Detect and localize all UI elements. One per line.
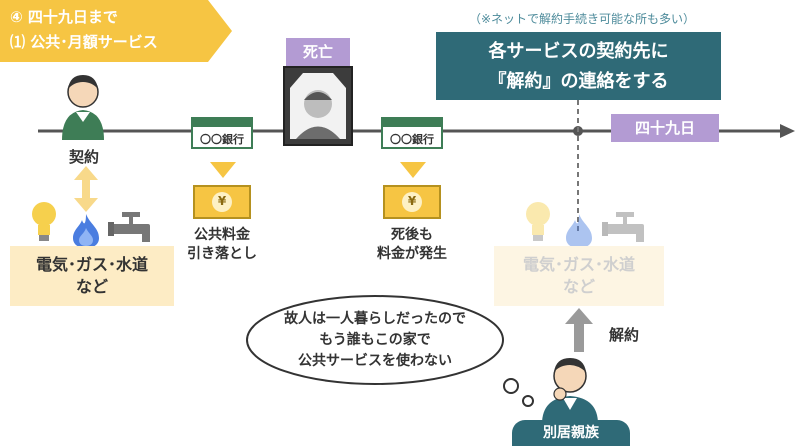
relatives-label: 別居親族 [512, 420, 630, 446]
right-bank-caption: 死後も 料金が発生 [350, 226, 474, 264]
bank-passbook-icon [191, 117, 253, 149]
after-utilities-box: 電気･ガス･水道 など [494, 246, 664, 306]
step-banner-shape [0, 0, 232, 62]
utilities-line1: 電気･ガス･水道 [35, 255, 148, 274]
water-faucet-icon [602, 212, 644, 242]
water-faucet-icon [108, 212, 150, 242]
down-arrow-icon [210, 162, 236, 178]
callout-line1: 各サービスの契約先に [488, 41, 669, 62]
right-caption-line1: 死後も [391, 227, 433, 243]
lightbulb-icon [526, 202, 550, 241]
left-bank-label: 〇〇銀行 [200, 133, 244, 146]
person-icon [62, 75, 104, 140]
right-bank-label: 〇〇銀行 [390, 133, 434, 146]
banner-line2: ⑴ 公共･月額サービス [10, 33, 158, 51]
yen-bill-icon [193, 185, 251, 219]
left-caption-line1: 公共料金 [194, 227, 250, 243]
left-caption-line2: 引き落とし [187, 246, 257, 262]
thought-bubble [246, 295, 534, 407]
down-arrow-icon [400, 162, 426, 178]
thinking-person-icon [542, 358, 598, 424]
utilities-box: 電気･ガス･水道 など [10, 246, 174, 306]
bubble-line1: 故人は一人暮らしだったので [284, 311, 466, 327]
online-note: （※ネットで解約手続き可能な所も多い） [468, 12, 696, 26]
double-arrow-icon [74, 166, 98, 212]
timeline-arrowhead [780, 124, 795, 138]
lightbulb-icon [32, 202, 56, 241]
left-bank-caption: 公共料金 引き落とし [160, 226, 284, 264]
left-yen-sign: ¥ [217, 194, 227, 208]
after-utilities-line1: 電気･ガス･水道 [522, 255, 635, 274]
yen-bill-icon [383, 185, 441, 219]
step-banner: ④ 四十九日まで ⑴ 公共･月額サービス [10, 5, 158, 55]
utilities-line2: など [75, 277, 108, 296]
bubble-text: 故人は一人暮らしだったので もう誰もこの家で 公共サービスを使わない [255, 309, 495, 372]
contract-label: 契約 [68, 148, 99, 166]
after-utilities-line2: など [562, 277, 595, 296]
cancel-instruction-callout: 各サービスの契約先に 『解約』の連絡をする [436, 32, 721, 100]
banner-line1: ④ 四十九日まで [10, 8, 118, 26]
death-label: 死亡 [286, 38, 350, 66]
right-caption-line2: 料金が発生 [377, 246, 447, 262]
gas-flame-icon [73, 214, 99, 248]
cancel-label: 解約 [608, 326, 639, 344]
bubble-line3: 公共サービスを使わない [298, 353, 452, 369]
memorial-portrait-icon [283, 66, 353, 146]
day49-label: 四十九日 [611, 114, 719, 142]
callout-line2: 『解約』の連絡をする [488, 71, 669, 92]
bubble-line2: もう誰もこの家で [319, 332, 431, 348]
gas-flame-icon [566, 214, 592, 248]
bank-passbook-icon [381, 117, 443, 149]
right-yen-sign: ¥ [407, 194, 417, 208]
up-arrow-icon [565, 308, 593, 352]
